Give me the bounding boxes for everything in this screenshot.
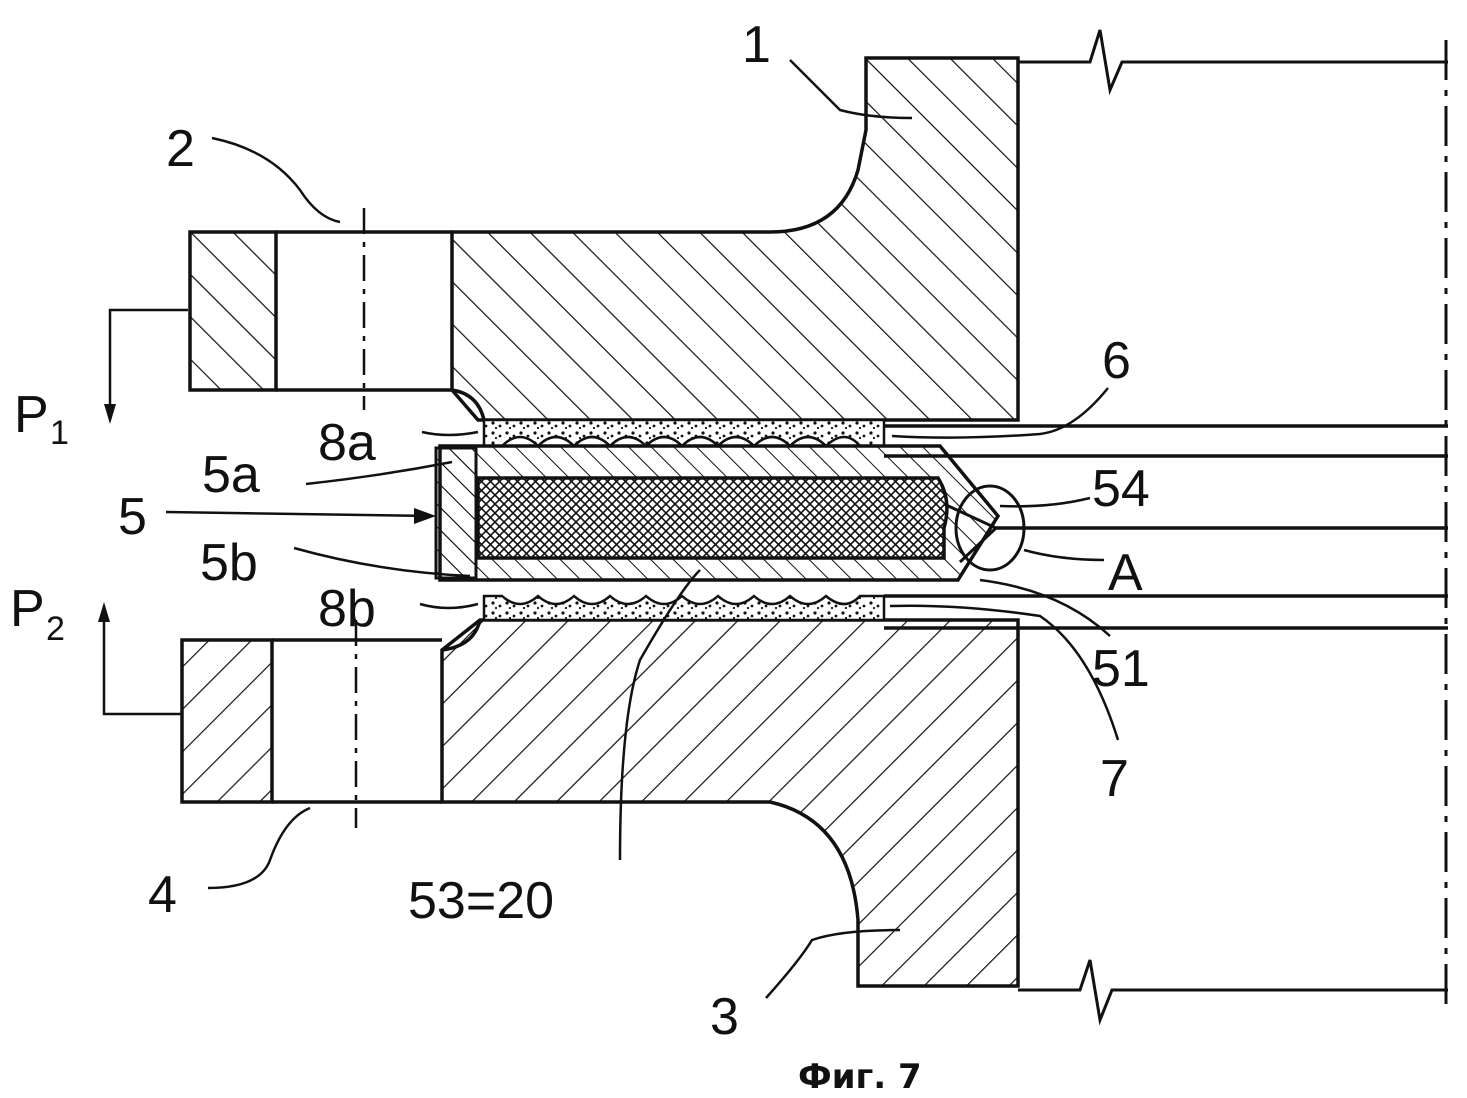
upper-flange-ring-outer <box>188 230 278 392</box>
label-p1-subscript: 1 <box>50 414 69 452</box>
label-p2: P <box>10 580 45 638</box>
leader-4 <box>207 806 311 890</box>
leader-8a <box>421 430 479 437</box>
label-p1: P <box>14 386 49 444</box>
label-53-20: 53=20 <box>408 872 554 930</box>
label-4: 4 <box>148 866 177 924</box>
leader-51 <box>979 578 1111 637</box>
label-p2-subscript: 2 <box>46 610 65 648</box>
leader-54 <box>999 496 1091 508</box>
gasket-face-5a-5b <box>434 446 478 580</box>
leader-5 <box>165 510 433 518</box>
leader-5-arrowhead <box>414 508 436 524</box>
leader-6 <box>891 387 1109 439</box>
label-5: 5 <box>118 488 147 546</box>
groove-upper-round <box>451 388 486 421</box>
pipe-top-break <box>1018 29 1448 96</box>
leader-8b <box>419 602 479 610</box>
label-54: 54 <box>1092 460 1150 518</box>
leader-3 <box>765 928 901 999</box>
p2-arrowhead <box>98 602 110 622</box>
p1-arrow <box>108 308 188 420</box>
leader-53 <box>618 569 701 861</box>
upper-seal-layer-6 <box>482 418 886 448</box>
label-7: 7 <box>1100 750 1129 808</box>
label-2: 2 <box>166 120 195 178</box>
pipe-lines <box>884 424 1448 630</box>
label-6: 6 <box>1102 332 1131 390</box>
groove-lower-round <box>441 619 482 652</box>
label-3: 3 <box>710 988 739 1046</box>
leader-7 <box>889 604 1120 741</box>
leader-1 <box>789 59 913 120</box>
label-1: 1 <box>742 16 771 74</box>
label-8a: 8a <box>318 414 376 472</box>
label-51: 51 <box>1092 640 1150 698</box>
leader-2 <box>211 136 341 224</box>
label-8b: 8b <box>318 580 376 638</box>
figure-caption: Фиг. 7 <box>798 1057 922 1097</box>
label-A: A <box>1108 544 1143 602</box>
label-5a: 5a <box>202 446 260 504</box>
p2-arrow <box>102 606 182 716</box>
label-5b: 5b <box>200 534 258 592</box>
p1-arrowhead <box>104 404 116 424</box>
upper-flange-part-1 <box>450 56 1020 422</box>
pipe-bottom-break <box>1018 959 1448 1026</box>
leader-5b <box>293 546 471 578</box>
gasket-core-53 <box>476 476 949 560</box>
lower-seal-layer-7 <box>482 594 886 622</box>
leader-5a <box>305 460 453 486</box>
leader-A <box>1023 548 1105 562</box>
lower-flange-part-3 <box>440 618 1020 988</box>
lower-flange-ring-outer <box>180 638 274 804</box>
